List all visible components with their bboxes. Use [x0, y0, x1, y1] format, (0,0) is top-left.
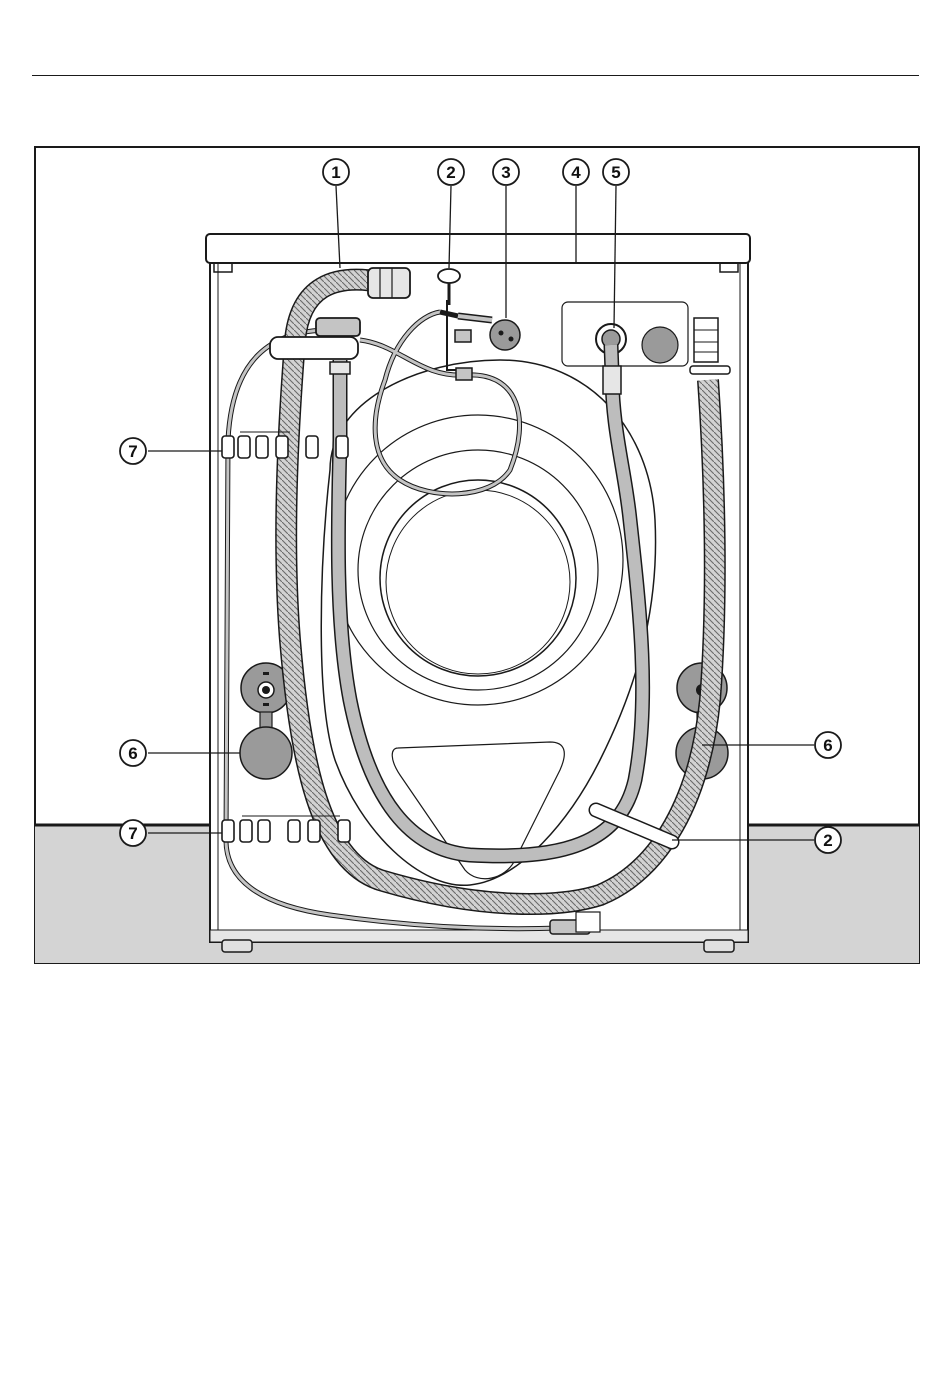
callout-5: 5 [603, 159, 629, 185]
callout-3-label: 3 [501, 163, 510, 182]
callout-6-left-label: 6 [128, 744, 137, 763]
foot-right [704, 940, 734, 952]
callout-4-label: 4 [571, 163, 581, 182]
callout-4: 4 [563, 159, 589, 185]
callout-5-label: 5 [611, 163, 620, 182]
callout-7-lower-label: 7 [128, 824, 137, 843]
callout-6-right-label: 6 [823, 736, 832, 755]
drain-hose-end [368, 268, 410, 298]
callout-2-top: 2 [438, 159, 464, 185]
callout-6-right: 6 [815, 732, 841, 758]
callout-7-upper: 7 [120, 438, 146, 464]
callout-6-left: 6 [120, 740, 146, 766]
callout-7-upper-label: 7 [128, 442, 137, 461]
callout-3: 3 [493, 159, 519, 185]
callout-1: 1 [323, 159, 349, 185]
connector-panel [562, 302, 688, 366]
callout-1-label: 1 [331, 163, 340, 182]
foot-left [222, 940, 252, 952]
callout-7-lower: 7 [120, 820, 146, 846]
callout-2-top-label: 2 [446, 163, 455, 182]
callout-2-lower: 2 [815, 827, 841, 853]
callout-2-lower-label: 2 [823, 831, 832, 850]
